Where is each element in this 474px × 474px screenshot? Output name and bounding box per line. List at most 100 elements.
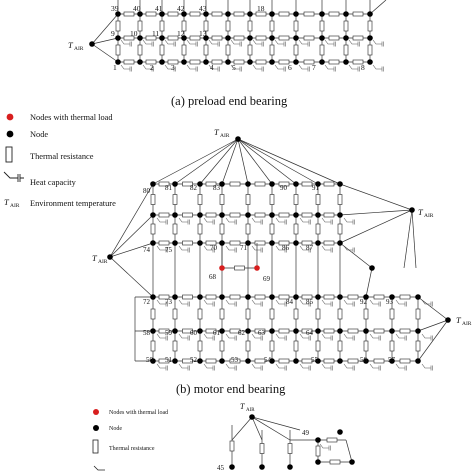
thermal-resistance	[278, 358, 290, 364]
heat-capacity	[321, 245, 333, 253]
heat-capacity	[251, 217, 263, 225]
edge	[237, 138, 319, 185]
thermal-resistance	[269, 223, 275, 235]
heat-capacity	[299, 333, 311, 341]
thermal-resistance	[167, 59, 179, 65]
tair-label-mid-right: T AIR	[418, 207, 434, 219]
node-label: 60	[190, 329, 198, 337]
thermal-resistance	[352, 11, 364, 17]
node	[150, 358, 156, 364]
thermal-resistance	[269, 194, 275, 205]
node-label: 11	[152, 29, 159, 38]
node	[107, 254, 113, 260]
thermal-resistance	[337, 340, 343, 352]
svg-text:AIR: AIR	[246, 408, 255, 413]
thermal-resistance	[229, 328, 241, 334]
edge	[251, 416, 291, 441]
heat-capacity	[299, 363, 311, 371]
node	[259, 464, 265, 470]
node	[197, 294, 203, 300]
thermal-resistance	[233, 11, 245, 17]
node	[89, 41, 95, 47]
thermal-resistance	[303, 59, 315, 65]
node	[150, 328, 156, 334]
thermal-resistance	[399, 328, 411, 334]
heat-capacity	[186, 39, 198, 47]
thermal-resistance	[225, 20, 231, 32]
edge	[174, 138, 239, 185]
thermal-resistance	[278, 212, 290, 218]
node-label: 42	[177, 4, 185, 13]
legend-label-node: Node	[30, 130, 48, 139]
svg-text:T: T	[240, 402, 245, 411]
edge	[152, 138, 239, 185]
tair-label-top: T AIR	[68, 40, 84, 52]
node	[235, 136, 241, 142]
thermal-resistance	[315, 445, 321, 457]
heat-capacity	[225, 363, 237, 371]
node-label: 58	[143, 329, 151, 337]
edge	[109, 183, 154, 258]
heat-capacity	[178, 333, 190, 341]
heat-capacity	[369, 299, 381, 307]
node	[367, 59, 373, 65]
thermal-resistance	[247, 44, 253, 56]
thermal-load-node	[219, 265, 225, 271]
thermal-resistance	[367, 20, 373, 32]
node-label: 9	[111, 29, 115, 38]
thermal-resistance	[352, 35, 364, 41]
node	[247, 59, 253, 65]
node	[269, 358, 275, 364]
thermal-resistance	[337, 308, 343, 320]
thermal-resistance	[328, 59, 340, 65]
legend: Nodes with thermal load Node Thermal res…	[3, 113, 116, 209]
node	[115, 59, 121, 65]
thermal-resistance	[315, 223, 321, 235]
thermal-resistance	[158, 294, 170, 300]
heat-capacity	[321, 363, 333, 371]
thermal-resistance	[415, 340, 421, 352]
heat-capacity	[251, 245, 263, 253]
thermal-resistance	[303, 35, 315, 41]
thermal-resistance	[352, 59, 364, 65]
svg-text:AIR: AIR	[424, 213, 434, 219]
node	[367, 35, 373, 41]
thermal-resistance	[123, 35, 135, 41]
svg-text:AIR: AIR	[220, 133, 230, 139]
node	[389, 328, 395, 334]
node	[203, 35, 209, 41]
node-label: 93	[386, 298, 394, 306]
heat-capacity	[395, 299, 407, 307]
thermal-resistance	[182, 181, 193, 187]
heat-capacity	[203, 245, 215, 253]
legend-label-heat-capacity: Heat capacity	[30, 178, 77, 187]
thermal-resistance	[115, 44, 121, 56]
node	[293, 294, 299, 300]
thermal-resistance	[229, 440, 235, 452]
node-label: 49	[302, 429, 310, 437]
thermal-resistance	[203, 44, 209, 56]
node	[245, 181, 251, 187]
thermal-resistance	[158, 240, 170, 246]
node	[219, 328, 225, 334]
node-label: 7	[312, 63, 316, 72]
thermal-resistance	[259, 443, 265, 454]
svg-text:AIR: AIR	[98, 259, 108, 265]
node-label: 6	[288, 63, 292, 72]
heat-capacity	[324, 64, 336, 72]
thermal-resistance	[323, 294, 335, 300]
node	[172, 212, 178, 218]
heat-capacity	[225, 245, 237, 253]
svg-text:AIR: AIR	[10, 203, 20, 209]
thermal-resistance	[278, 240, 290, 246]
thermal-resistance	[328, 11, 340, 17]
thermal-resistance	[399, 294, 411, 300]
thermal-resistance	[197, 340, 203, 352]
node	[293, 59, 299, 65]
thermal-resistance	[326, 437, 338, 443]
thermal-resistance	[347, 328, 359, 334]
thermal-resistance	[278, 11, 290, 17]
node	[445, 317, 451, 323]
thermal-resistance	[278, 328, 290, 334]
node	[319, 11, 325, 17]
